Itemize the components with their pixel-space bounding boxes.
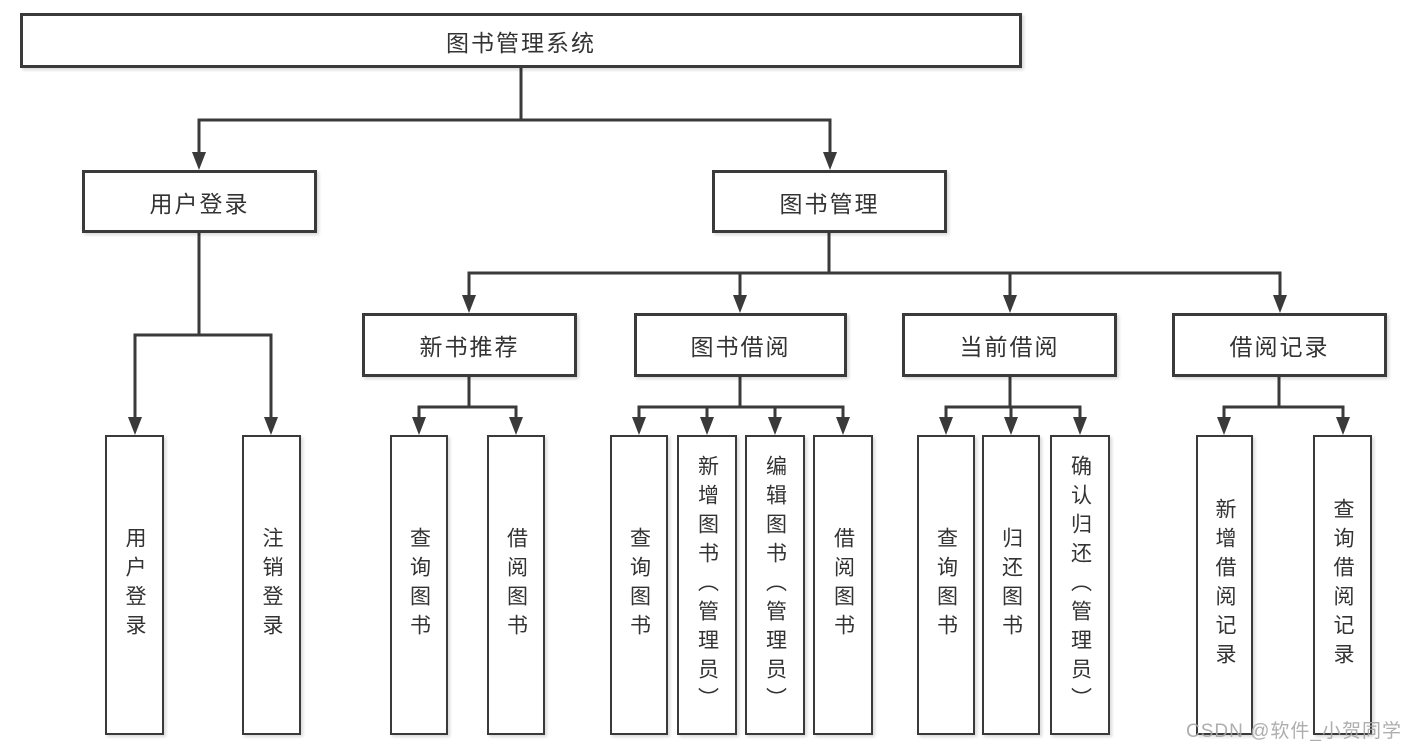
- node-leaf-return-books: 归还图书: [982, 435, 1040, 735]
- connector-user-login-to-leaves: [128, 231, 278, 435]
- node-leaf-borrow-books-1: 借阅图书: [487, 435, 545, 735]
- connector-current-borrow-to-leaves: [939, 375, 1087, 435]
- leaf-label: 借阅图书: [831, 527, 855, 643]
- leaf-label: 注销登录: [260, 527, 283, 643]
- leaf-label: 编辑图书（管理员）: [763, 454, 787, 716]
- leaf-label: 借阅图书: [504, 527, 528, 643]
- leaf-label: 查询图书: [627, 527, 651, 643]
- connector-book-mgmt-to-level2: [462, 231, 1287, 313]
- node-book-borrow-label: 图书借阅: [690, 334, 791, 360]
- connector-root-to-level1: [192, 66, 837, 170]
- leaf-label: 查询图书: [407, 527, 431, 643]
- arrowhead-icon: [939, 417, 953, 435]
- connector-borrow-records-to-leaves: [1217, 375, 1350, 435]
- connector-book-borrow-to-leaves: [632, 375, 850, 435]
- node-user-login-label: 用户登录: [149, 190, 250, 217]
- arrowhead-icon: [509, 417, 523, 435]
- leaf-label: 归还图书: [999, 527, 1023, 643]
- node-leaf-add-books-admin: 新增图书（管理员）: [677, 435, 737, 735]
- arrowhead-icon: [836, 417, 850, 435]
- node-root: 图书管理系统: [20, 13, 1022, 68]
- leaf-label: 新增借阅记录: [1213, 498, 1236, 672]
- arrowhead-icon: [733, 295, 747, 313]
- csdn-watermark: CSDN @软件_小贺同学: [1186, 721, 1402, 742]
- node-leaf-borrow-books-2: 借阅图书: [813, 435, 873, 735]
- arrowhead-icon: [412, 417, 426, 435]
- leaf-label: 查询借阅记录: [1331, 498, 1354, 672]
- leaf-label: 用户登录: [123, 527, 146, 643]
- node-book-borrow: 图书借阅: [634, 313, 847, 377]
- arrowhead-icon: [192, 152, 206, 170]
- node-current-borrow-label: 当前借阅: [959, 334, 1060, 360]
- node-root-label: 图书管理系统: [446, 29, 596, 56]
- leaf-label: 确认归还（管理员）: [1068, 454, 1092, 716]
- arrowhead-icon: [823, 152, 837, 170]
- node-new-books: 新书推荐: [362, 313, 577, 377]
- arrowhead-icon: [1273, 295, 1287, 313]
- connector-new-books-to-leaves: [412, 375, 523, 435]
- node-borrow-records: 借阅记录: [1172, 313, 1387, 377]
- arrowhead-icon: [768, 417, 782, 435]
- arrowhead-icon: [1003, 295, 1017, 313]
- arrowhead-icon: [700, 417, 714, 435]
- node-leaf-edit-books-admin: 编辑图书（管理员）: [745, 435, 805, 735]
- node-leaf-query-borrow-record: 查询借阅记录: [1313, 435, 1372, 735]
- node-current-borrow: 当前借阅: [902, 313, 1117, 377]
- node-new-books-label: 新书推荐: [419, 334, 520, 360]
- node-user-login: 用户登录: [82, 170, 317, 233]
- node-leaf-logout: 注销登录: [242, 435, 301, 735]
- node-leaf-query-books-1: 查询图书: [390, 435, 448, 735]
- arrowhead-icon: [1073, 417, 1087, 435]
- arrowhead-icon: [264, 417, 278, 435]
- leaf-label: 新增图书（管理员）: [695, 454, 719, 716]
- node-book-mgmt: 图书管理: [712, 170, 947, 233]
- node-leaf-user-login: 用户登录: [105, 435, 164, 735]
- node-leaf-query-books-2: 查询图书: [610, 435, 668, 735]
- arrowhead-icon: [1004, 417, 1018, 435]
- node-book-mgmt-label: 图书管理: [779, 190, 880, 217]
- arrowhead-icon: [462, 295, 476, 313]
- arrowhead-icon: [128, 417, 142, 435]
- node-leaf-add-borrow-record: 新增借阅记录: [1196, 435, 1253, 735]
- arrowhead-icon: [1217, 417, 1231, 435]
- leaf-label: 查询图书: [934, 527, 958, 643]
- node-leaf-query-books-3: 查询图书: [917, 435, 975, 735]
- arrowhead-icon: [1336, 417, 1350, 435]
- node-borrow-records-label: 借阅记录: [1229, 334, 1330, 360]
- node-leaf-confirm-return-admin: 确认归还（管理员）: [1050, 435, 1110, 735]
- arrowhead-icon: [632, 417, 646, 435]
